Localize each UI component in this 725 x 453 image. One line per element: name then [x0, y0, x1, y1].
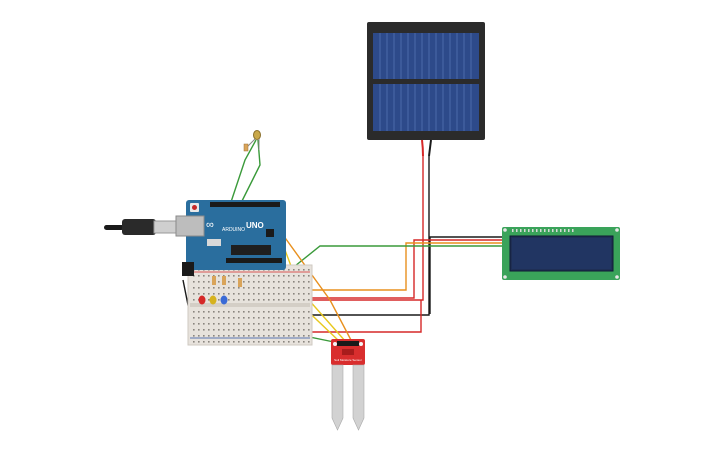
led-red[interactable]	[198, 295, 206, 305]
board-logo: ∞	[206, 219, 214, 231]
breadboard-holes	[193, 269, 310, 343]
photoresistor[interactable]	[243, 130, 261, 152]
lcd-16x2[interactable]	[502, 227, 620, 280]
soil-moisture-sensor[interactable]: Soil Moisture Sensor	[331, 339, 365, 431]
led-yellow[interactable]	[209, 295, 217, 305]
led-blue[interactable]	[220, 295, 228, 305]
board-brand: ARDUINO	[222, 227, 245, 233]
arduino-uno[interactable]: ∞ ARDUINO UNO	[175, 200, 286, 276]
usb-cable[interactable]	[104, 219, 177, 235]
resistors[interactable]	[212, 276, 242, 287]
solar-panel[interactable]	[367, 22, 485, 157]
sensor-label: Soil Moisture Sensor	[334, 358, 362, 362]
breadboard[interactable]	[187, 264, 313, 346]
board-model: UNO	[246, 221, 264, 230]
